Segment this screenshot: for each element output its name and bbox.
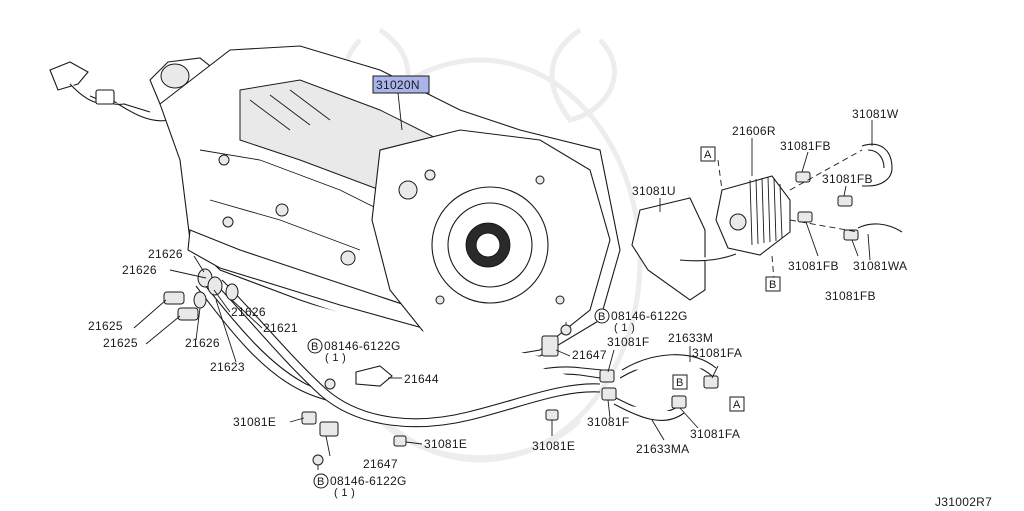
part-label-21626-d[interactable]: 21626 (185, 336, 220, 350)
part-label-31081WA[interactable]: 31081WA (853, 259, 907, 273)
part-label-31081FB-c[interactable]: 31081FB (788, 259, 839, 273)
bolt-symbol-a: B (311, 341, 319, 353)
part-label-31081E-a[interactable]: 31081E (233, 415, 276, 429)
part-label-21647-a[interactable]: 21647 (572, 348, 607, 362)
part-label-31081E-b[interactable]: 31081E (424, 437, 467, 451)
part-label-31081E-c[interactable]: 31081E (532, 439, 575, 453)
ref-B-lower: B (676, 377, 684, 389)
part-label-31081F-a[interactable]: 31081F (607, 335, 650, 349)
part-label-31081U[interactable]: 31081U (632, 184, 676, 198)
part-label-31081F-b[interactable]: 31081F (587, 415, 630, 429)
ref-A-lower: A (733, 399, 741, 411)
cooler-pipes[interactable] (195, 279, 603, 428)
ref-B-right: B (769, 279, 777, 291)
part-label-21621[interactable]: 21621 (263, 321, 298, 335)
part-label-21626-a[interactable]: 21626 (148, 247, 183, 261)
part-qty-08146-6122G-a: ( 1 ) (325, 352, 346, 364)
oil-cooler-group[interactable] (631, 143, 903, 301)
part-31020N-callout[interactable]: 31020N (372, 75, 430, 131)
part-label-08146-6122G-b[interactable]: 08146-6122G (611, 309, 688, 323)
bolt-symbol-b: B (598, 311, 606, 323)
part-label-21623[interactable]: 21623 (210, 360, 245, 374)
part-label-31081FB-d[interactable]: 31081FB (825, 289, 876, 303)
part-31020N-label[interactable]: 31020N (376, 78, 420, 92)
brackets-clips[interactable] (301, 324, 572, 466)
bolt-symbols: B B B (307, 308, 610, 489)
part-qty-08146-6122G-c: ( 1 ) (334, 487, 355, 499)
part-label-31081FA-a[interactable]: 31081FA (692, 346, 742, 360)
transmission-assembly[interactable] (49, 45, 621, 363)
part-label-31081W[interactable]: 31081W (852, 107, 899, 121)
ref-A-top: A (704, 149, 712, 161)
part-label-21644[interactable]: 21644 (404, 372, 439, 386)
part-label-21633M[interactable]: 21633M (668, 331, 713, 345)
part-label-08146-6122G-c[interactable]: 08146-6122G (330, 474, 407, 488)
part-label-31081FA-b[interactable]: 31081FA (690, 427, 740, 441)
part-label-21625-b[interactable]: 21625 (103, 336, 138, 350)
part-label-21626-c[interactable]: 21626 (231, 305, 266, 319)
part-label-21606R[interactable]: 21606R (732, 124, 776, 138)
part-qty-08146-6122G-b: ( 1 ) (614, 322, 635, 334)
rubber-hoses[interactable] (599, 354, 719, 421)
part-label-31081FB-a[interactable]: 31081FB (780, 139, 831, 153)
bolt-symbol-c: B (317, 476, 325, 488)
ref-boxes: A B B A (672, 146, 781, 412)
part-labels[interactable]: 21606R 31081W 31081FB 31081FB 31081U 310… (88, 107, 907, 499)
diagram-id: J31002R7 (935, 495, 992, 509)
fittings-left[interactable] (163, 268, 239, 321)
part-label-21633MA[interactable]: 21633MA (636, 442, 689, 456)
part-label-21647-b[interactable]: 21647 (363, 457, 398, 471)
cooler-fins (749, 176, 783, 246)
part-label-31081FB-b[interactable]: 31081FB (822, 172, 873, 186)
part-label-08146-6122G-a[interactable]: 08146-6122G (324, 339, 401, 353)
leader-lines (133, 120, 873, 470)
part-label-21625-a[interactable]: 21625 (88, 319, 123, 333)
part-label-21626-b[interactable]: 21626 (122, 263, 157, 277)
